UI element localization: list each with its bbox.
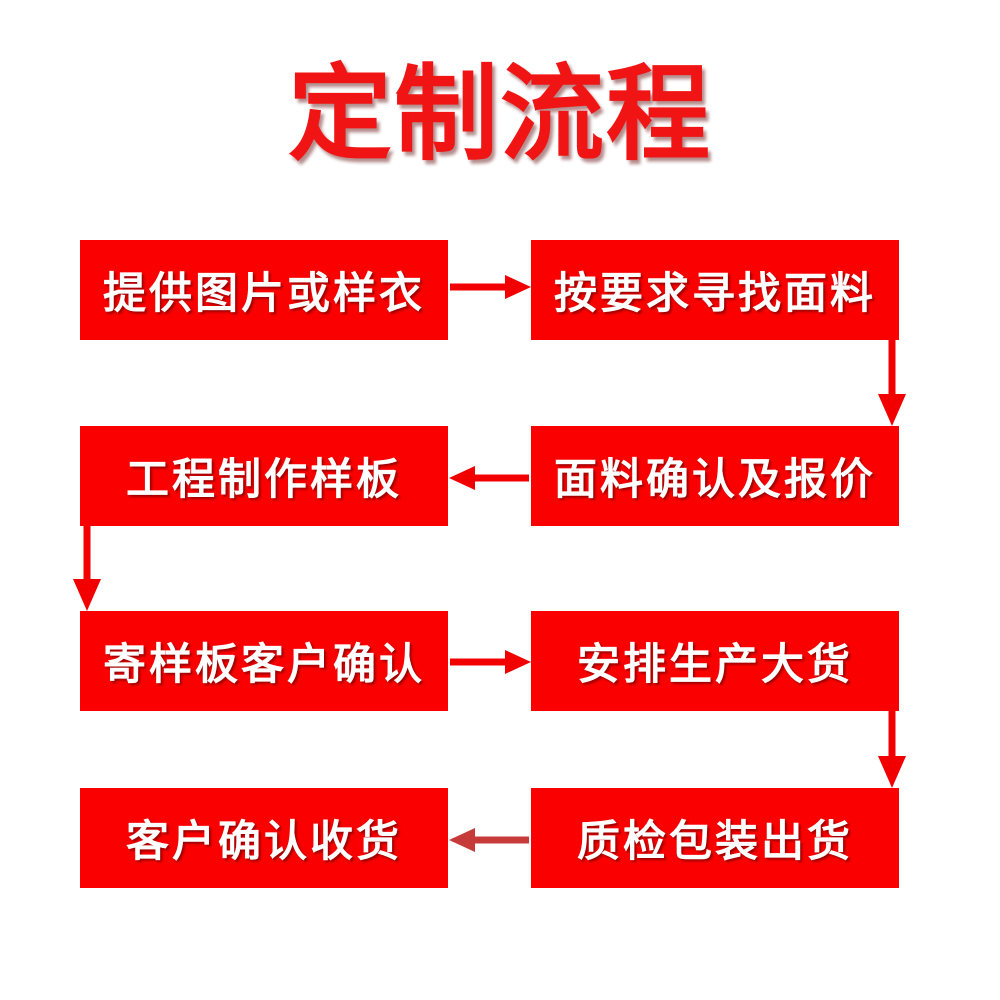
step-label: 工程制作样板 — [126, 455, 402, 505]
arrow-down-icon — [73, 526, 101, 611]
step-arrange-production: 安排生产大货 — [531, 611, 899, 711]
step-qc-pack-ship: 质检包装出货 — [531, 788, 899, 888]
arrow-right-icon — [450, 275, 531, 299]
arrow-right-icon — [450, 650, 531, 674]
step-label: 按要求寻找面料 — [554, 269, 876, 319]
step-label: 安排生产大货 — [577, 640, 853, 690]
step-make-pattern: 工程制作样板 — [80, 426, 448, 526]
arrow-down-icon — [878, 340, 906, 426]
step-send-sample-confirm: 寄样板客户确认 — [80, 611, 448, 711]
step-find-fabric: 按要求寻找面料 — [531, 240, 899, 340]
arrow-left-icon — [449, 828, 529, 852]
step-customer-receive: 客户确认收货 — [80, 788, 448, 888]
step-label: 寄样板客户确认 — [103, 640, 425, 690]
step-label: 面料确认及报价 — [554, 455, 876, 505]
arrow-down-icon — [878, 711, 906, 788]
step-label: 提供图片或样衣 — [103, 269, 425, 319]
step-label: 客户确认收货 — [126, 817, 402, 867]
page-title: 定制流程 — [287, 53, 712, 175]
step-fabric-confirm-quote: 面料确认及报价 — [531, 426, 899, 526]
step-provide-images-or-samples: 提供图片或样衣 — [80, 240, 448, 340]
step-label: 质检包装出货 — [577, 817, 853, 867]
arrow-left-icon — [449, 466, 529, 490]
